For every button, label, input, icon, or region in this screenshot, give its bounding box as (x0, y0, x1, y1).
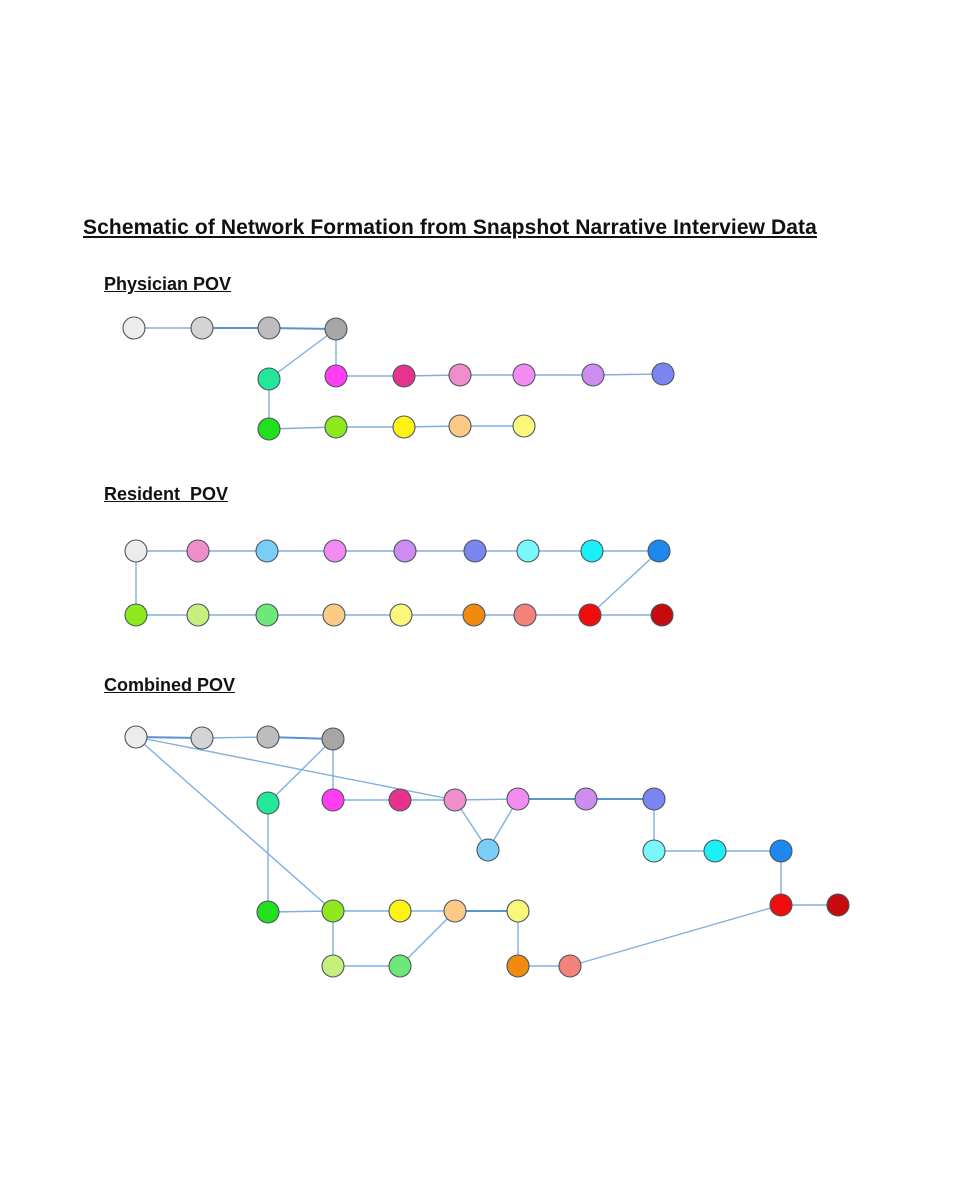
physician-node-0 (122, 316, 146, 340)
resident-node-3 (323, 539, 347, 563)
combined-node-20 (443, 899, 467, 923)
combined-node-17 (256, 900, 280, 924)
resident-node-15 (513, 603, 537, 627)
physician-node-13 (392, 415, 416, 439)
combined-node-7 (443, 788, 467, 812)
physician-node-5 (324, 364, 348, 388)
combined-node-2 (256, 725, 280, 749)
resident-node-17 (650, 603, 674, 627)
combined-node-0 (124, 725, 148, 749)
physician-edge-3-4 (268, 328, 337, 380)
combined-pov-label: Combined POV (104, 675, 236, 695)
resident-node-5 (463, 539, 487, 563)
physician-edge-9-10 (592, 373, 664, 376)
combined-node-5 (321, 788, 345, 812)
combined-node-15 (769, 893, 793, 917)
resident-node-9 (124, 603, 148, 627)
resident-node-6 (516, 539, 540, 563)
physician-node-12 (324, 415, 348, 439)
combined-node-25 (558, 954, 582, 978)
combined-edge-0-18 (135, 736, 334, 912)
resident-node-13 (389, 603, 413, 627)
combined-node-4 (256, 791, 280, 815)
physician-node-15 (512, 414, 536, 438)
combined-node-13 (703, 839, 727, 863)
physician-network (122, 316, 675, 441)
combined-edge-23-20 (399, 910, 456, 967)
combined-node-22 (321, 954, 345, 978)
resident-node-16 (578, 603, 602, 627)
physician-node-8 (512, 363, 536, 387)
combined-edge-0-7 (135, 736, 456, 801)
combined-node-12 (642, 839, 666, 863)
combined-node-1 (190, 726, 214, 750)
combined-node-14 (769, 839, 793, 863)
diagram-title: Schematic of Network Formation from Snap… (83, 216, 817, 239)
resident-node-2 (255, 539, 279, 563)
combined-node-24 (506, 954, 530, 978)
combined-node-18 (321, 899, 345, 923)
physician-node-4 (257, 367, 281, 391)
combined-node-23 (388, 954, 412, 978)
combined-edge-25-15 (569, 904, 782, 967)
resident-node-11 (255, 603, 279, 627)
physician-node-2 (257, 316, 281, 340)
resident-node-7 (580, 539, 604, 563)
combined-node-16 (826, 893, 850, 917)
physician-pov-label: Physician POV (104, 274, 232, 294)
physician-node-14 (448, 414, 472, 438)
physician-node-7 (448, 363, 472, 387)
resident-pov-label: Resident POV (104, 484, 229, 504)
resident-node-14 (462, 603, 486, 627)
physician-node-3 (324, 317, 348, 341)
resident-node-12 (322, 603, 346, 627)
physician-node-10 (651, 362, 675, 386)
resident-edge-8-16 (589, 550, 660, 616)
resident-node-4 (393, 539, 417, 563)
physician-node-6 (392, 364, 416, 388)
resident-node-8 (647, 539, 671, 563)
resident-node-1 (186, 539, 210, 563)
combined-node-8 (506, 787, 530, 811)
combined-node-6 (388, 788, 412, 812)
combined-node-19 (388, 899, 412, 923)
combined-edge-3-4 (267, 738, 334, 804)
resident-node-10 (186, 603, 210, 627)
combined-node-10 (642, 787, 666, 811)
resident-network (124, 539, 674, 627)
combined-network (124, 725, 850, 978)
combined-node-9 (574, 787, 598, 811)
physician-node-11 (257, 417, 281, 441)
resident-node-0 (124, 539, 148, 563)
combined-node-3 (321, 727, 345, 751)
physician-node-9 (581, 363, 605, 387)
combined-node-11 (476, 838, 500, 862)
combined-node-21 (506, 899, 530, 923)
physician-node-1 (190, 316, 214, 340)
